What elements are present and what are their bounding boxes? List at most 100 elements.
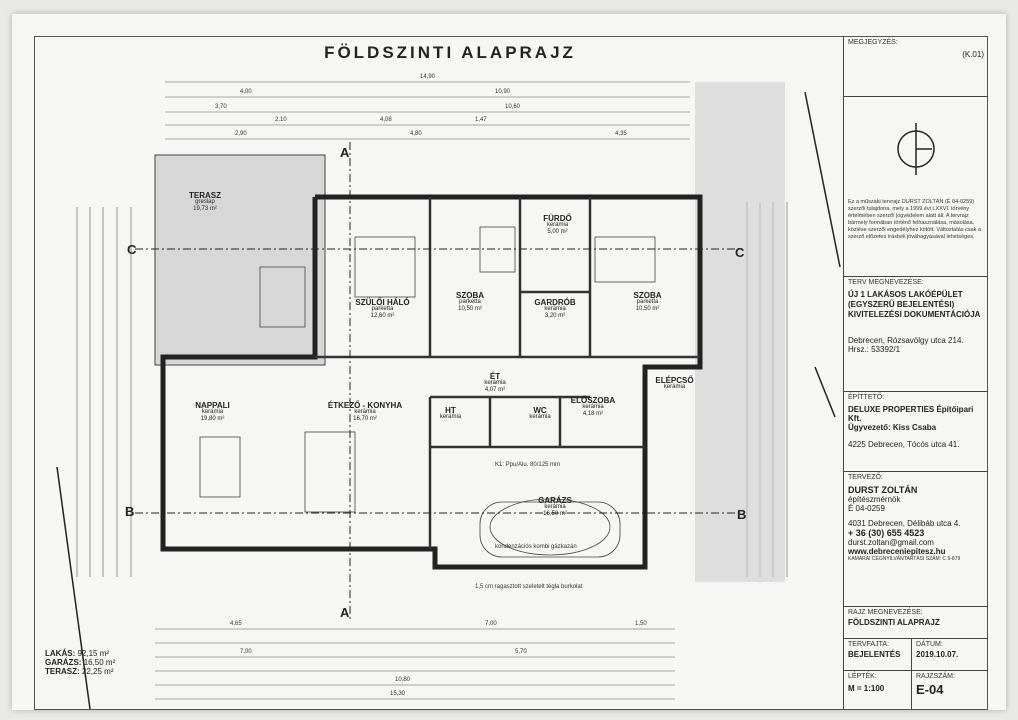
drawing-sheet: FÖLDSZINTI ALAPRAJZ [12, 14, 1006, 710]
tb-designer-address: 4031 Debrecen, Délibáb utca 4. [848, 519, 961, 528]
tb-builder-name: DELUXE PROPERTIES Építőipari Kft. [848, 405, 974, 423]
room-bathroom-area: 5,00 m² [547, 229, 568, 235]
room-terrace-area: 19,73 m² [193, 206, 217, 212]
room-living: NAPPALI kerámia 19,80 m² [185, 402, 240, 423]
room-bedroom-1-floor: parketta [459, 299, 481, 305]
tb-drawing-name-cell: RAJZ MEGNEVEZÉSE: FÖLDSZINTI ALAPRAJZ [844, 607, 988, 639]
dim-top-1: 4,00 [240, 89, 252, 95]
room-bedroom-1-area: 10,50 m² [458, 306, 482, 312]
tb-scale-value: M = 1:100 [848, 684, 885, 693]
section-lines [135, 142, 735, 622]
tb-designer-cell: TERVEZŐ: DURST ZOLTÁN építészmérnök É 04… [844, 472, 988, 607]
dim-top-total: 14,90 [420, 74, 436, 80]
section-marker-a-top: A [340, 145, 350, 160]
room-bedroom-2-floor: parketta [636, 299, 659, 305]
summary-lakas-value: 92,15 m² [77, 649, 110, 658]
room-corridor-floor: kerámia [484, 380, 506, 386]
room-bedroom-2: SZOBA parketta 10,50 m² [615, 292, 680, 313]
tb-sheet-cell: RAJZSZÁM: E-04 [912, 671, 988, 709]
room-porch-name: ELÉPCSŐ [655, 376, 694, 385]
room-living-floor: kerámia [201, 409, 224, 415]
top-dimension-lines [165, 81, 690, 140]
room-porch-floor: kerámia [663, 384, 686, 390]
room-corridor-name: ÉT [489, 372, 501, 381]
room-garage-floor: kerámia [544, 504, 566, 510]
room-technical-name: HT [445, 406, 456, 415]
summary-terasz-label: TERASZ: [45, 667, 80, 676]
boiler-note: kondenzációs kombi gázkazán [495, 544, 577, 550]
inner-walls [315, 197, 700, 549]
room-master-bedroom-name: SZÜLŐI HÁLÓ [355, 298, 410, 307]
room-hallway-floor: kerámia [582, 404, 604, 410]
title-block: MEGJEGYZÉS: (K.01) Ez a műszaki tervrajz… [843, 37, 988, 709]
tb-drawing-name: FÖLDSZINTI ALAPRAJZ [848, 618, 940, 627]
dim-top-9: 4,80 [410, 131, 422, 137]
room-master-bedroom: SZÜLŐI HÁLÓ parketta 12,60 m² [345, 299, 420, 320]
tb-logo-cell: Ez a műszaki tervrajz DURST ZOLTÁN (É 04… [844, 97, 988, 277]
garage-door-note: K1: Ppu/Alu. 80/125 mm [495, 462, 561, 468]
room-bathroom: FÜRDŐ kerámia 5,00 m² [530, 215, 585, 236]
tb-remark-label: MEGJEGYZÉS: [848, 39, 898, 46]
drawing-title: FÖLDSZINTI ALAPRAJZ [324, 43, 576, 62]
designer-logo-icon [897, 123, 935, 175]
dim-bottom-6: 10,80 [395, 677, 411, 683]
drawing-frame: FÖLDSZINTI ALAPRAJZ [34, 36, 988, 710]
room-corridor: ÉT kerámia 4,07 m² [475, 373, 515, 394]
room-bedroom-1-name: SZOBA [456, 291, 484, 300]
dim-top-7: 1,47 [475, 117, 487, 123]
summary-lakas-label: LAKÁS: [45, 649, 76, 658]
tb-sheet-label: RAJZSZÁM: [916, 673, 955, 680]
tb-chamber-number: KAMARAI CÉGNYILVÁNTARTÁSI SZÁM: C 9-879 [848, 556, 961, 562]
furniture [199, 226, 656, 558]
room-technical-floor: kerámia [439, 414, 462, 420]
room-garage-area: 16,50 m² [543, 511, 567, 517]
tb-builder-address: 4225 Debrecen, Tócós utca 41. [848, 440, 960, 449]
tb-designer-license: É 04-0259 [848, 504, 885, 513]
room-living-area: 19,80 m² [200, 416, 225, 422]
tb-designer-role: építészmérnök [848, 495, 901, 504]
room-garage: GARÁZS kerámia 16,50 m² [525, 497, 585, 518]
tb-phase-value: BEJELENTÉS [848, 650, 901, 659]
tb-builder-cell: ÉPÍTTETŐ: DELUXE PROPERTIES Építőipari K… [844, 392, 988, 472]
room-corridor-area: 4,07 m² [484, 387, 506, 393]
room-hallway: ELŐSZOBA kerámia 4,18 m² [563, 397, 623, 418]
floor-plan [56, 81, 841, 709]
tb-project-hrsz: Hrsz.: 53392/1 [848, 345, 901, 354]
dim-bottom-3: 1,50 [635, 621, 647, 627]
summary-garazs-label: GARÁZS: [45, 658, 82, 667]
terrace-area [154, 154, 326, 366]
tb-project-address: Debrecen, Rózsavölgy utca 214. [848, 336, 964, 345]
tb-date-value: 2019.10.07. [916, 650, 959, 659]
tb-designer-email: durst.zoltan@gmail.com [848, 538, 934, 547]
room-terrace-floor: greslap [195, 199, 215, 205]
tb-project-label: TERV MEGNEVEZÉSE: [848, 279, 924, 286]
tb-scale-label: LÉPTÉK: [848, 673, 877, 680]
room-kitchen-name: ÉTKEZŐ - KONYHA [327, 401, 403, 410]
room-wardrobe-name: GARDRÓB [534, 298, 576, 307]
room-bathroom-name: FÜRDŐ [543, 214, 572, 223]
tb-drawing-label: RAJZ MEGNEVEZÉSE: [848, 609, 923, 616]
dim-bottom-5: 5,70 [515, 649, 527, 655]
tb-scale-cell: LÉPTÉK: M = 1:100 [844, 671, 912, 709]
room-wardrobe-floor: kerámia [544, 306, 566, 312]
section-marker-b-left: B [125, 504, 135, 519]
area-summary: LAKÁS: 92,15 m² GARÁZS: 16,50 m² TERASZ:… [45, 649, 115, 676]
room-bathroom-floor: kerámia [546, 222, 569, 228]
tb-project-cell: TERV MEGNEVEZÉSE: ÚJ 1 LAKÁSOS LAKÓÉPÜLE… [844, 277, 988, 392]
plot-boundary-line [804, 91, 841, 268]
plot-boundary-line [56, 466, 91, 709]
tb-phase-cell: TERVFAJTA: BEJELENTÉS [844, 639, 912, 671]
room-porch: ELÉPCSŐ kerámia [647, 377, 702, 391]
room-hallway-name: ELŐSZOBA [570, 396, 616, 405]
room-living-name: NAPPALI [195, 401, 230, 410]
room-wardrobe: GARDRÓB kerámia 3,20 m² [525, 299, 585, 320]
room-terrace-name: TERASZ [189, 191, 221, 200]
dim-bottom-2: 7,00 [485, 621, 497, 627]
room-wc-floor: kerámia [529, 414, 551, 420]
tb-copyright-note: Ez a műszaki tervrajz DURST ZOLTÁN (É 04… [848, 199, 981, 240]
tb-remark-cell: MEGJEGYZÉS: (K.01) [844, 37, 988, 97]
room-bedroom-2-area: 10,50 m² [635, 306, 660, 312]
room-wardrobe-area: 3,20 m² [544, 313, 566, 319]
room-terrace: TERASZ greslap 19,73 m² [175, 192, 235, 213]
room-technical: HT kerámia [433, 407, 468, 421]
